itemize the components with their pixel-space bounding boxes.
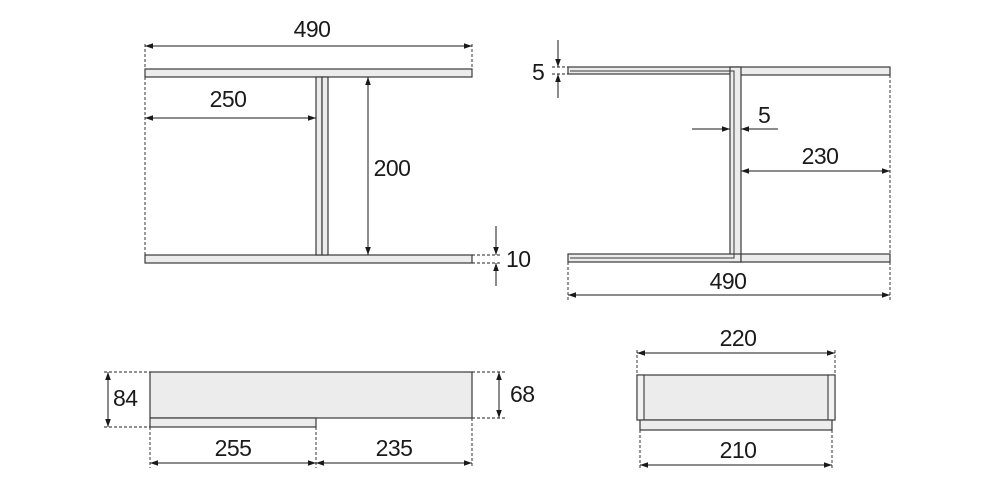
h-beam-top-flange bbox=[144, 68, 473, 78]
dim-label: 255 bbox=[215, 435, 252, 461]
dim-h-beam-flange-length: 490 bbox=[145, 16, 472, 49]
dim-c-channel-overall-length: 490 bbox=[567, 262, 891, 300]
dim-label: 250 bbox=[210, 86, 247, 112]
dim-base-plate-segments: 255 235 bbox=[149, 418, 473, 468]
tray-body bbox=[636, 374, 836, 421]
dim-label: 230 bbox=[802, 143, 839, 169]
dim-tray-inner-width: 210 bbox=[639, 430, 833, 470]
dim-label: 490 bbox=[294, 16, 331, 42]
dim-h-beam-web-height: 200 bbox=[365, 77, 411, 255]
dim-c-channel-web-thickness: 5 bbox=[692, 102, 778, 132]
h-beam-drawing: 490 250 200 10 bbox=[144, 16, 531, 286]
dim-label: 200 bbox=[374, 155, 411, 181]
tray-base bbox=[639, 419, 833, 431]
c-channel-right-flange-bottom bbox=[740, 253, 891, 263]
h-beam-bottom-flange bbox=[144, 254, 473, 264]
base-plate-strip bbox=[149, 417, 317, 428]
h-beam-web-left bbox=[315, 76, 323, 256]
dim-base-plate-height-right: 68 bbox=[472, 371, 535, 419]
c-channel-drawing: 5 5 230 490 bbox=[532, 40, 891, 300]
dim-label: 68 bbox=[510, 381, 535, 407]
dim-c-channel-flange-length: 230 bbox=[741, 75, 891, 254]
dim-c-channel-flange-thickness: 5 bbox=[532, 40, 568, 98]
tray-left-wall bbox=[636, 374, 645, 421]
tray-drawing: 220 210 bbox=[636, 325, 836, 470]
base-plate-drawing: 84 68 255 235 bbox=[104, 371, 535, 468]
c-channel-right-flange-top bbox=[736, 66, 891, 76]
dim-label: 5 bbox=[532, 59, 544, 85]
tray-right-wall bbox=[827, 374, 836, 421]
c-channel-web bbox=[729, 66, 742, 263]
c-channel-inner-line bbox=[570, 70, 735, 259]
dim-tray-outer-width: 220 bbox=[636, 325, 836, 375]
dim-h-beam-half-flange: 250 bbox=[145, 86, 316, 121]
base-plate-main bbox=[149, 371, 473, 419]
dim-label: 220 bbox=[720, 325, 757, 351]
dim-label: 5 bbox=[758, 102, 770, 128]
dim-label: 10 bbox=[506, 246, 531, 272]
dim-label: 84 bbox=[113, 385, 138, 411]
dim-h-beam-flange-thickness: 10 bbox=[472, 226, 531, 286]
dim-label: 490 bbox=[710, 268, 747, 294]
h-beam-web-right bbox=[321, 76, 329, 256]
dim-base-plate-height-left: 84 bbox=[104, 371, 150, 428]
dim-label: 210 bbox=[720, 437, 757, 463]
dim-label: 235 bbox=[376, 435, 413, 461]
